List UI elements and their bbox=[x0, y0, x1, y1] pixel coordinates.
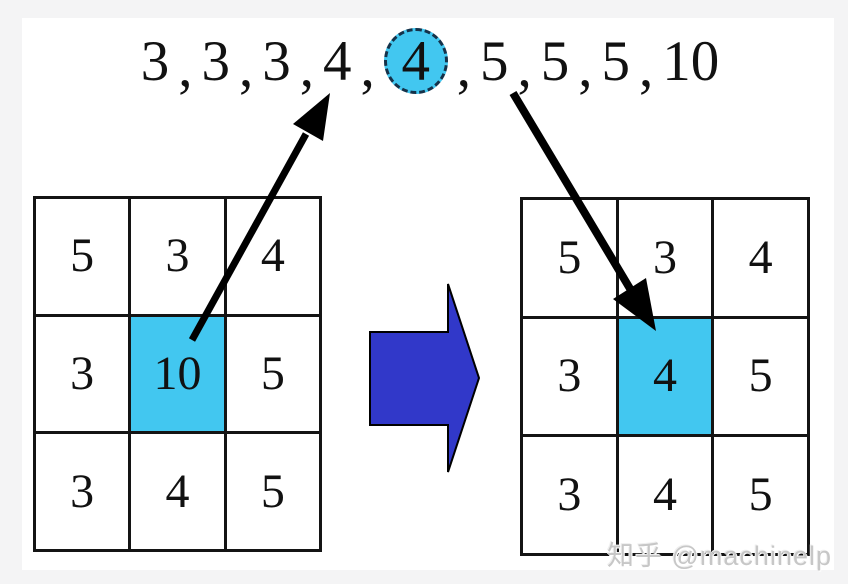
sequence-value: 3 bbox=[262, 29, 291, 93]
sequence-comma: , bbox=[578, 35, 593, 99]
grid-cell: 3 bbox=[36, 316, 129, 432]
grid-cell: 3 bbox=[36, 434, 129, 549]
grid-after: 5 3 4 3 4 5 3 4 5 bbox=[520, 197, 810, 556]
grid-cell: 4 bbox=[131, 434, 224, 549]
sequence-comma: , bbox=[517, 35, 532, 99]
sequence-value: 4 bbox=[323, 29, 352, 93]
sequence-comma: , bbox=[178, 35, 193, 99]
grid-before: 5 3 4 3 10 5 3 4 5 bbox=[33, 196, 322, 552]
grid-cell-highlighted: 4 bbox=[618, 318, 712, 435]
sequence-comma: , bbox=[639, 35, 654, 99]
sequence-value: 3 bbox=[201, 29, 231, 93]
grid-cell: 5 bbox=[714, 437, 807, 553]
watermark: 知乎 @machinelp bbox=[607, 541, 832, 571]
sequence-value: 5 bbox=[601, 29, 631, 93]
sequence-comma: , bbox=[360, 35, 375, 99]
grid-cell: 3 bbox=[523, 318, 616, 435]
grid-cell: 3 bbox=[131, 199, 224, 314]
sorted-sequence: 3 , 3 , 3 , 4 , 4 , 5 , 5 , 5 , 10 bbox=[60, 18, 800, 104]
sequence-value: 5 bbox=[540, 29, 570, 93]
median-circle: 4 bbox=[383, 28, 448, 94]
grid-cell: 3 bbox=[618, 200, 712, 316]
grid-cell-highlighted: 10 bbox=[131, 316, 224, 432]
sequence-comma: , bbox=[299, 35, 314, 99]
grid-cell: 5 bbox=[714, 318, 807, 435]
sequence-value: 3 bbox=[140, 29, 170, 93]
grid-cell: 5 bbox=[523, 200, 616, 316]
grid-cell: 3 bbox=[523, 437, 616, 553]
sequence-comma: , bbox=[456, 35, 471, 99]
grid-cell: 4 bbox=[714, 200, 807, 316]
sequence-value: 10 bbox=[662, 29, 720, 93]
sequence-comma: , bbox=[239, 35, 254, 99]
grid-cell: 5 bbox=[36, 199, 129, 314]
median-value: 4 bbox=[401, 29, 431, 93]
grid-cell: 5 bbox=[226, 316, 319, 432]
sequence-value: 5 bbox=[480, 29, 509, 93]
grid-cell: 4 bbox=[618, 437, 712, 553]
grid-cell: 5 bbox=[226, 434, 319, 549]
grid-cell: 4 bbox=[226, 199, 319, 314]
